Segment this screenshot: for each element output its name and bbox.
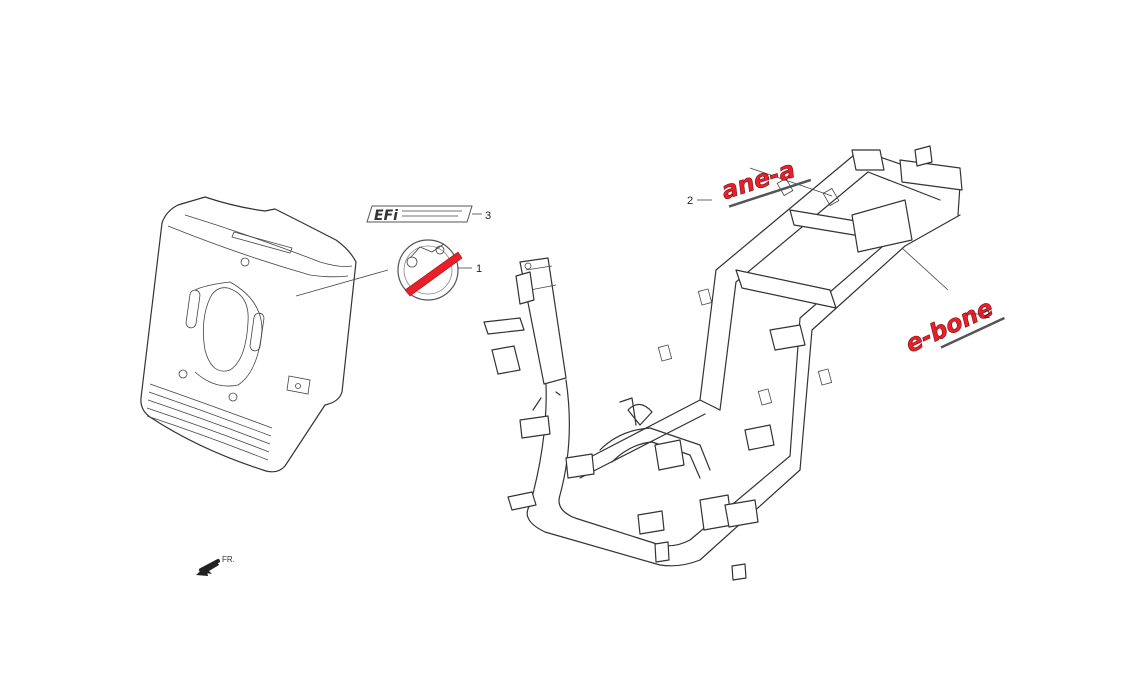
callout-1: 1 (476, 263, 482, 275)
direction-arrow-icon (196, 559, 220, 576)
frame-decal-right-text: e-bone (901, 294, 997, 359)
frame-decal-right: e-bone (901, 293, 1005, 359)
round-emblem-sticker (397, 239, 472, 301)
scooter-frame (483, 145, 963, 581)
efi-sticker: EFi (366, 205, 482, 224)
front-cover-panel (140, 196, 389, 473)
callout-2-top: 2 (687, 195, 693, 207)
direction-label: FR. (222, 555, 235, 564)
callout-2-right: 2 (984, 309, 990, 321)
efi-sticker-text: EFi (374, 208, 398, 224)
callout-3: 3 (485, 210, 491, 222)
frame-decal-top: ane-a (697, 155, 812, 208)
